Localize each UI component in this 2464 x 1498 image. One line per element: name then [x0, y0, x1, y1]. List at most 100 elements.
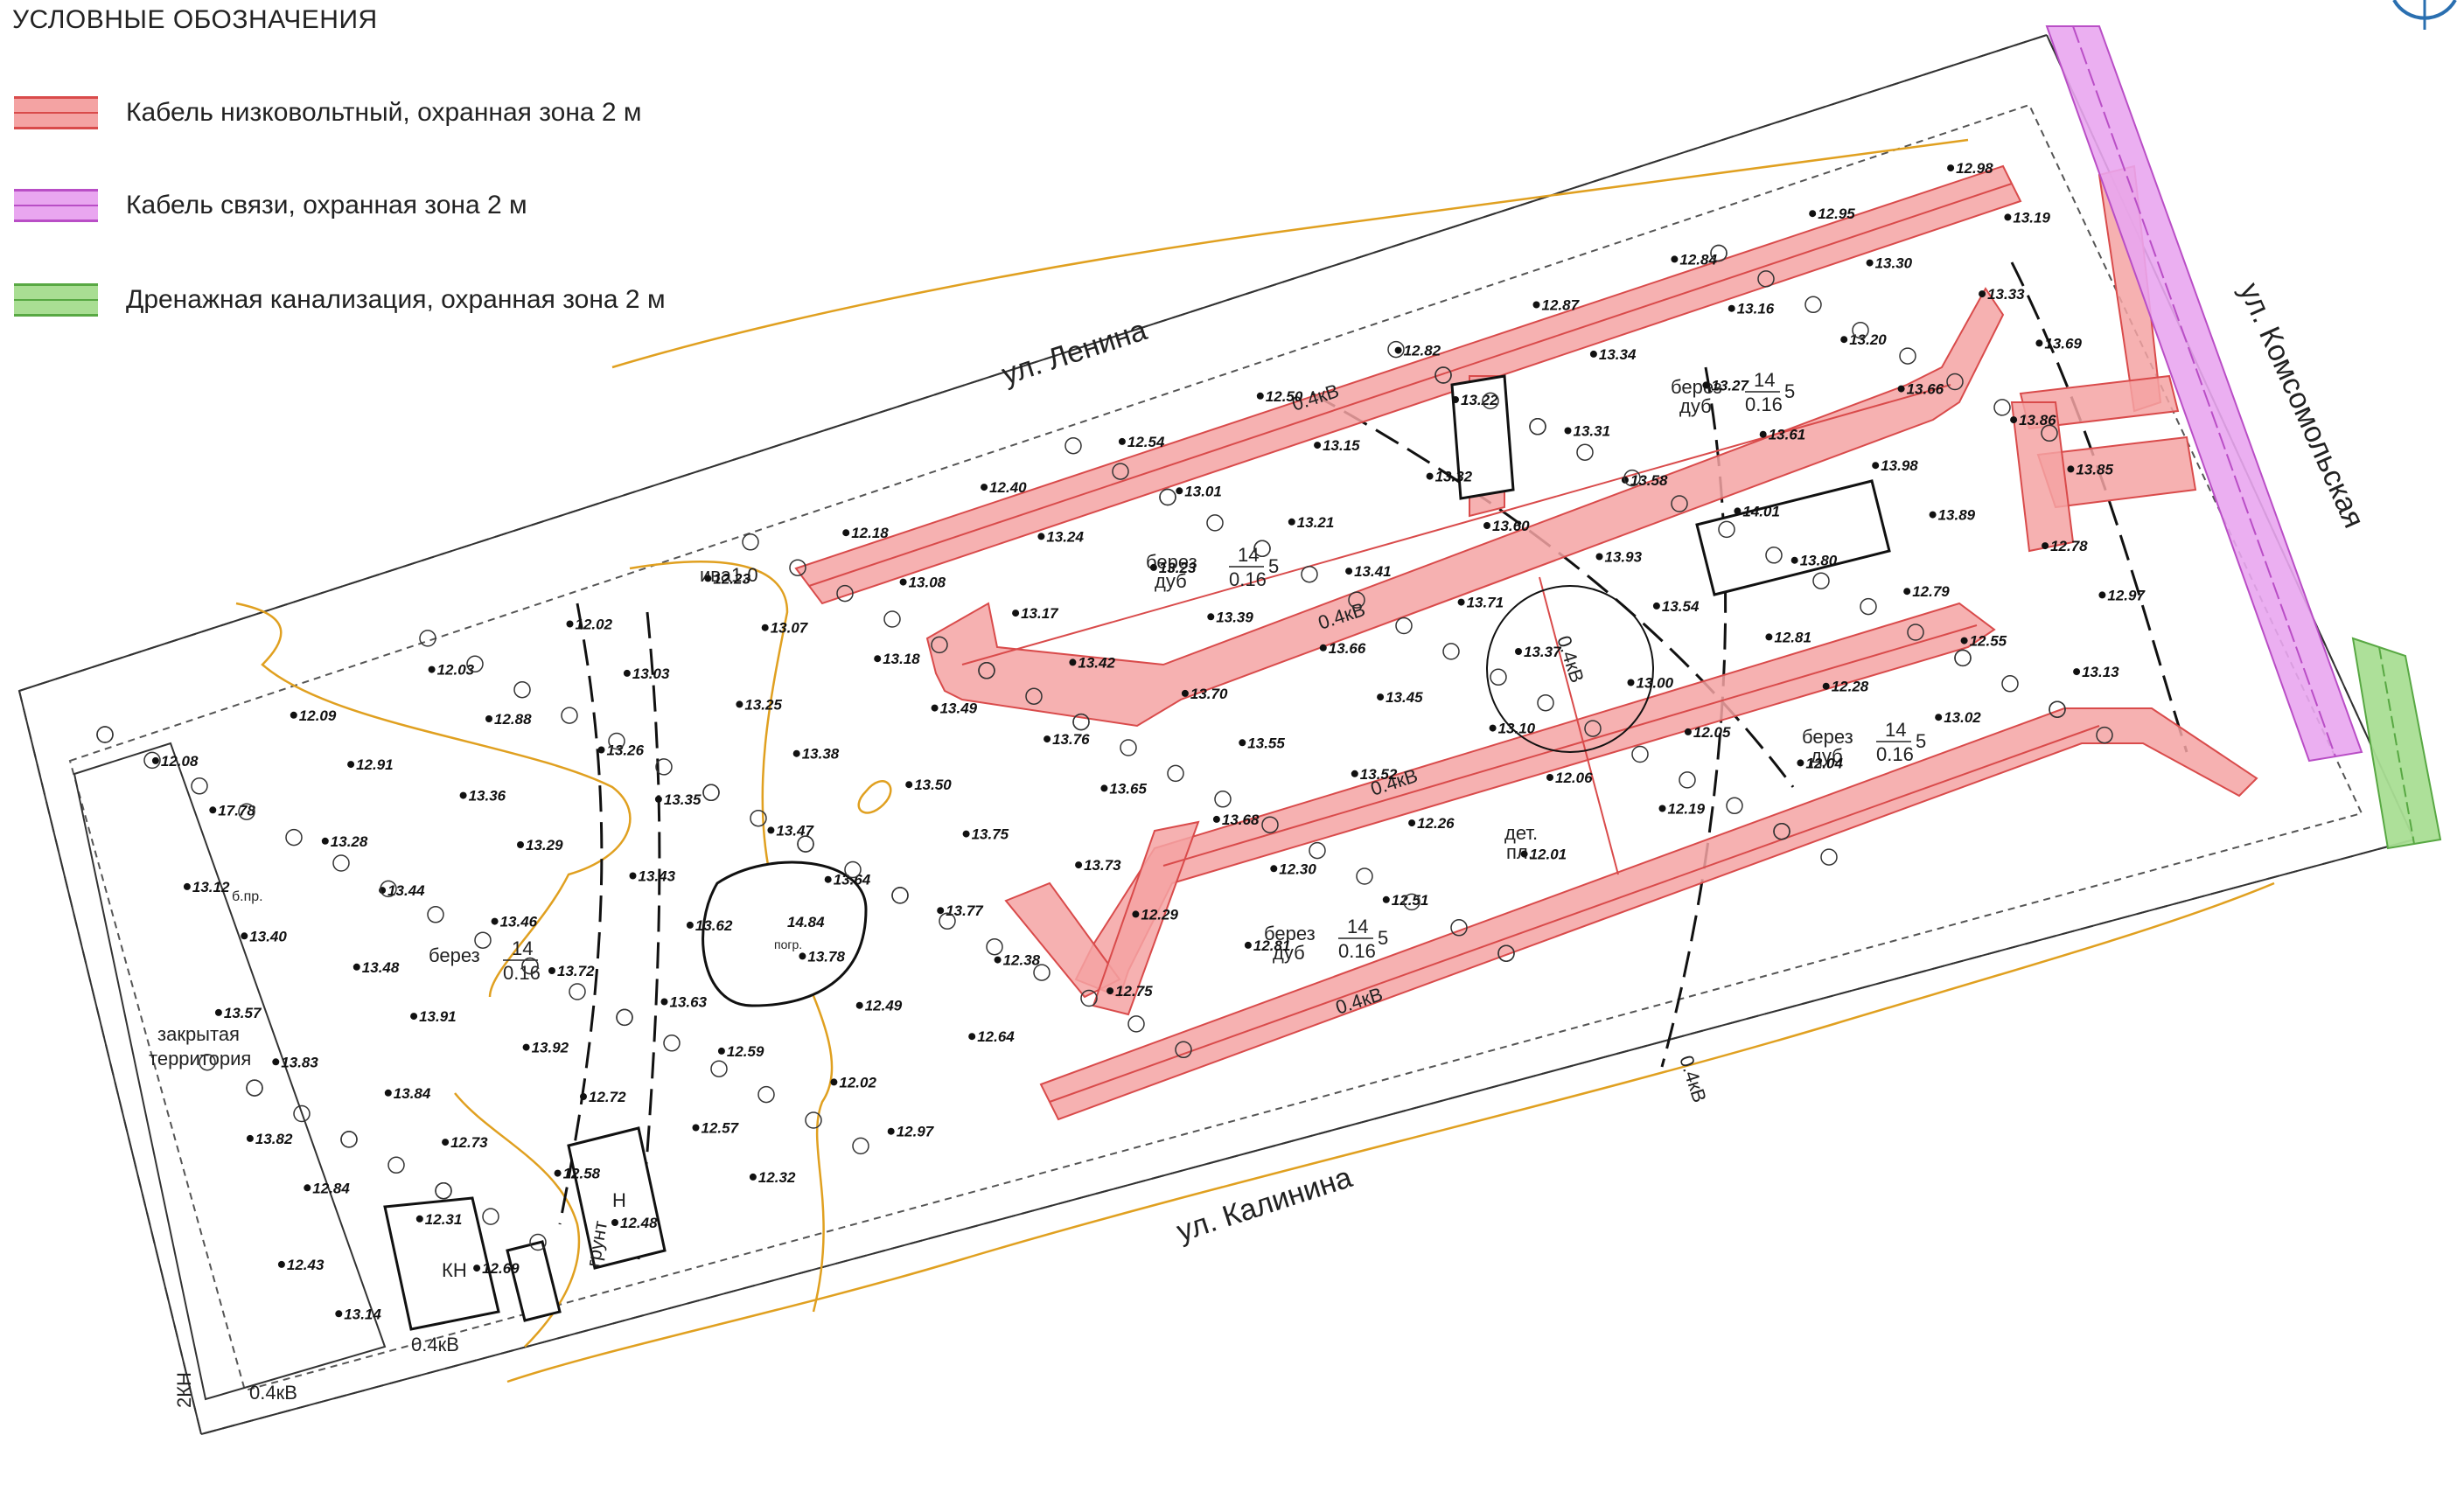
elevation-dot	[1132, 910, 1140, 918]
playground-label-1: дет.	[1504, 822, 1538, 844]
elevation-dot	[994, 956, 1002, 964]
elevation-marks: 12.0812.0912.0312.0212.2312.1812.4012.54…	[151, 160, 2146, 1322]
k2-label: 2КН	[173, 1372, 195, 1408]
tree-icon	[1348, 591, 1365, 609]
tree-icon	[1860, 597, 1877, 616]
elevation-value: 13.26	[607, 742, 645, 759]
elevation-dot	[1960, 637, 1968, 644]
svg-text:14: 14	[1754, 369, 1775, 391]
tree-icon	[1497, 944, 1515, 962]
elevation-dot	[1319, 644, 1327, 651]
elevation-dot	[1118, 437, 1126, 445]
elevation-dot	[704, 575, 712, 582]
elevation-dot	[1044, 735, 1051, 743]
legend-title: УСЛОВНЫЕ ОБОЗНАЧЕНИЯ	[12, 5, 378, 34]
elevation-dot	[1840, 336, 1848, 344]
tree-icon	[1033, 964, 1051, 981]
elevation-dot	[905, 781, 913, 789]
tree-icon	[1718, 520, 1735, 539]
elevation-value: 12.84	[312, 1180, 350, 1196]
elevation-value: 13.43	[639, 868, 676, 885]
elevation-dot	[473, 1265, 481, 1272]
elevation-value: 12.79	[1912, 583, 1950, 600]
elevation-value: 12.57	[702, 1120, 740, 1137]
elevation-dot	[241, 932, 248, 940]
elevation-dot	[1069, 658, 1077, 666]
elevation-dot	[1684, 728, 1692, 735]
elevation-value: 13.41	[1354, 563, 1392, 580]
elevation-value: 13.75	[972, 826, 1009, 843]
elevation-value: 13.39	[1216, 609, 1253, 625]
svg-text:берез: берез	[1802, 726, 1853, 748]
elevation-dot	[968, 1033, 976, 1041]
elevation-dot	[1408, 819, 1416, 827]
elevation-value: 13.45	[1386, 689, 1423, 706]
center-circle	[1486, 585, 1654, 753]
elevation-value: 13.69	[2044, 335, 2082, 352]
elevation-value: 12.02	[839, 1074, 876, 1090]
elevation-value: 13.12	[192, 879, 230, 895]
elevation-dot	[491, 917, 499, 925]
elevation-dot	[1627, 679, 1635, 686]
elevation-value: 13.33	[1987, 286, 2025, 303]
elevation-dot	[874, 655, 882, 663]
svg-text:берез: берез	[429, 944, 480, 966]
elevation-dot	[1012, 610, 1020, 617]
svg-text:14: 14	[1885, 719, 1906, 741]
svg-text:5: 5	[1916, 730, 1926, 752]
tree-icon	[293, 1104, 311, 1123]
elevation-dot	[842, 529, 850, 537]
elevation-dot	[1564, 427, 1572, 435]
elevation-value: 13.27	[1711, 377, 1749, 394]
legend-label-comm: Кабель связи, охранная зона 2 м	[126, 191, 527, 219]
elevation-dot	[1947, 164, 1955, 172]
elevation-dot	[736, 700, 743, 708]
svg-text:5: 5	[1268, 555, 1279, 577]
building-center	[1450, 374, 1515, 500]
elevation-dot	[899, 578, 907, 586]
elevation-dot	[1452, 396, 1459, 403]
elevation-dot	[1515, 648, 1522, 655]
elevation-dot	[1589, 350, 1597, 358]
elevation-value: 12.78	[2050, 538, 2088, 554]
tree-icon	[616, 1008, 633, 1027]
elevation-value: 12.98	[1956, 160, 1993, 177]
elevation-value: 12.05	[1693, 724, 1731, 741]
tree-icon	[1356, 867, 1373, 885]
elevation-dot	[183, 882, 191, 890]
tree-icon	[1175, 1041, 1192, 1059]
elevation-dot	[962, 830, 970, 838]
elevation-value: 12.69	[482, 1260, 520, 1277]
elevation-value: 12.01	[1530, 847, 1567, 863]
elevation-value: 13.07	[771, 620, 809, 637]
legend-item-comm-cable: Кабель связи, охранная зона 2 м	[14, 189, 871, 227]
tree-icon	[1812, 572, 1830, 589]
elevation-value: 13.83	[281, 1054, 318, 1070]
elevation-dot	[660, 998, 668, 1006]
elevation-dot	[2004, 213, 2012, 221]
tree-icon	[1757, 270, 1775, 288]
willow-label: ива1.0	[700, 564, 758, 586]
elevation-value: 13.71	[1467, 595, 1504, 611]
elevation-dot	[1351, 770, 1358, 777]
kv-label-6: 0.4кВ	[249, 1382, 297, 1404]
tree-icon	[805, 1111, 822, 1129]
elevation-value: 13.15	[1323, 437, 1360, 454]
tree-icon	[1852, 321, 1869, 339]
elevation-dot	[749, 1173, 757, 1181]
svg-text:14: 14	[1238, 544, 1259, 566]
elevation-dot	[629, 872, 637, 880]
elevation-value: 12.50	[1266, 388, 1303, 405]
tree-icon	[1167, 764, 1184, 783]
elevation-dot	[2067, 465, 2075, 473]
drain-zone	[2351, 637, 2442, 850]
tree-icon	[1765, 547, 1783, 564]
tree-icon	[1064, 436, 1082, 455]
building-right	[1695, 479, 1891, 596]
legend-label-lowvolt: Кабель низковольтный, охранная зона 2 м	[126, 98, 642, 127]
tree-icon	[238, 803, 255, 820]
buildings	[383, 374, 1891, 1331]
tree-icon	[1623, 469, 1641, 487]
kv-label-5: 0.4кВ	[411, 1334, 459, 1355]
elevation-value: 13.16	[1737, 301, 1775, 317]
